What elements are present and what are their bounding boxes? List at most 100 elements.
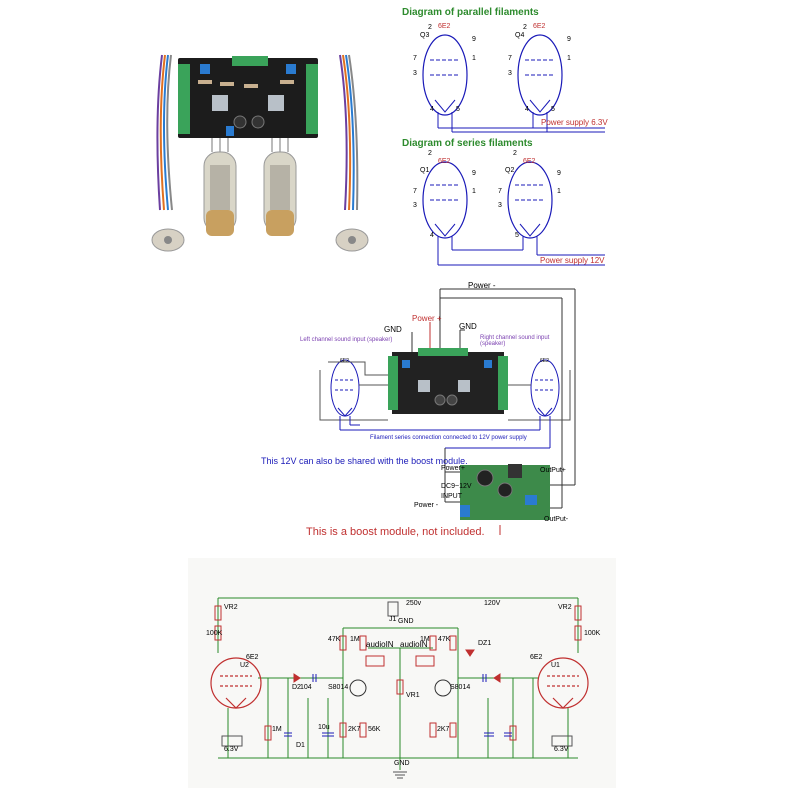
series-tube-type-1: 6E2 [438, 158, 451, 165]
parallel-pin-right-1b: 1 [567, 55, 571, 62]
schematic-u2-label: U2 [240, 662, 249, 669]
parallel-tube-type-2: 6E2 [533, 23, 546, 30]
schematic-120v-label: 120V [484, 600, 501, 607]
series-pin-right-1a: 1 [472, 188, 476, 195]
wiring-tube-right-type: 6E2 [540, 358, 549, 364]
series-pin-right-9a: 9 [472, 170, 476, 177]
vacuum-tube-right [263, 138, 297, 236]
schematic-tube-left [210, 657, 262, 709]
boost-power-plus-label: Power+ [441, 465, 465, 472]
pcb-board [178, 56, 318, 138]
boost-power-minus-label: Power - [414, 502, 439, 509]
schematic-6v3-right: 6.3V [554, 746, 569, 753]
parallel-pin-bottom-4b: 4 [525, 106, 529, 113]
schematic-gnd-bottom-label: GND [394, 760, 410, 767]
series-pin-left-3a: 3 [413, 202, 417, 209]
schematic-dz1-label: DZ1 [478, 640, 492, 647]
gnd-right-label: GND [459, 322, 477, 331]
schematic-1m-left: 1M [350, 636, 360, 643]
schematic-tube-right-type: 6E2 [530, 654, 543, 661]
schematic-j1-connector [387, 601, 399, 617]
parallel-pin-right-9b: 9 [567, 36, 571, 43]
series-pin-right-1b: 1 [557, 188, 561, 195]
series-tube-q1-label: Q1 [420, 167, 430, 174]
wiring-pcb [388, 348, 508, 414]
product-photo [140, 40, 375, 265]
parallel-diagram-svg [422, 34, 605, 133]
parallel-tube-q3-label: Q3 [420, 32, 430, 39]
power-plus-label: Power + [412, 314, 442, 323]
schematic-56k-label: 56K [368, 726, 381, 733]
schematic-audio-in-left: audioIN [366, 640, 394, 649]
series-filament-diagram: Q1 Q2 6E2 6E2 2 2 7 3 7 3 9 1 9 1 4 5 Po… [400, 150, 610, 268]
boost-not-included-note: This is a boost module, not included. [306, 526, 485, 538]
schematic-j1-label: J1 [389, 616, 397, 623]
power-minus-top-label: Power - [468, 281, 496, 290]
schematic-d1-label: D1 [296, 742, 305, 749]
parallel-tube-type-1: 6E2 [438, 23, 451, 30]
schematic-gnd-top-label: GND [398, 618, 414, 625]
series-tube-q2-label: Q2 [505, 167, 515, 174]
series-diagram-title: Diagram of series filaments [402, 138, 533, 149]
parallel-pin-bottom-5b: 5 [551, 106, 555, 113]
boost-input-label: INPUT [441, 493, 462, 500]
schematic-svg [210, 597, 589, 779]
series-diagram-svg [422, 161, 605, 266]
schematic-vr2-right: VR2 [558, 604, 572, 611]
product-photo-illustration [151, 54, 369, 252]
schematic-hv-label: 250v [406, 600, 422, 607]
schematic-filament-right [551, 735, 573, 747]
parallel-pin-right-9a: 9 [472, 36, 476, 43]
schematic-q-left: S8014 [328, 684, 349, 691]
series-pin-left-3b: 3 [498, 202, 502, 209]
schematic-1m-right: 1M [420, 636, 430, 643]
schematic-q-right: S8014 [450, 684, 471, 691]
parallel-filament-diagram: Q3 Q4 6E2 6E2 2 2 7 3 7 3 9 1 9 1 4 5 4 … [400, 20, 610, 138]
wiring-diagram: Power - Power + GND GND Left channel sou… [300, 280, 605, 538]
parallel-pin-left-3b: 3 [508, 70, 512, 77]
schematic-transistors [349, 679, 452, 697]
schematic-tube-right [537, 657, 589, 709]
parallel-pin-left-7a: 7 [413, 55, 417, 62]
series-pin-bottom-5: 5 [515, 232, 519, 239]
schematic-u1-label: U1 [551, 662, 560, 669]
schematic-2k7-right: 2K7 [437, 726, 450, 733]
series-pin-left-7b: 7 [498, 188, 502, 195]
series-pin-right-9b: 9 [557, 170, 561, 177]
schematic-100k-left: 100K [206, 630, 223, 637]
schematic-100k-right: 100K [584, 630, 601, 637]
parallel-pin-bottom-4a: 4 [430, 106, 434, 113]
wiring-tube-left-type: 6E2 [340, 358, 349, 364]
parallel-pin-left-3a: 3 [413, 70, 417, 77]
parallel-diagram-title: Diagram of parallel filaments [402, 7, 539, 18]
parallel-pin-left-7b: 7 [508, 55, 512, 62]
schematic-6v3-left: 6.3V [224, 746, 239, 753]
schematic-vr1-label: VR1 [406, 692, 420, 699]
left-channel-input-label: Left channel sound input (speaker) [300, 337, 393, 343]
parallel-pin-right-1a: 1 [472, 55, 476, 62]
parallel-supply-label: Power supply 6.3V [541, 118, 608, 127]
shared-12v-note: This 12V can also be shared with the boo… [261, 456, 468, 466]
boost-output-plus-label: OutPut+ [540, 467, 566, 474]
schematic-47k-left: 47K [328, 636, 341, 643]
filament-series-note: Filament series connection connected to … [370, 435, 527, 441]
boost-input-voltage-label: DC9~12V [441, 483, 472, 490]
schematic-tube-left-type: 6E2 [246, 654, 259, 661]
schematic-104-label: 104 [300, 684, 312, 691]
tube-socket-left [151, 228, 185, 252]
schematic-47k-right: 47K [438, 636, 451, 643]
schematic-d2-label: D2 [292, 684, 301, 691]
boost-module [460, 464, 550, 520]
gnd-left-label: GND [384, 325, 402, 334]
parallel-pin-top-1: 2 [428, 24, 432, 31]
wiring-diagram-svg [319, 288, 576, 538]
parallel-tube-q4-label: Q4 [515, 32, 525, 39]
schematic-audio-in-right: audioIN [400, 640, 428, 649]
series-pin-bottom-4: 4 [430, 232, 434, 239]
schematic-2k7-left: 2K7 [348, 726, 361, 733]
series-pin-top-1: 2 [428, 150, 432, 157]
schematic-vr2-left: VR2 [224, 604, 238, 611]
tube-socket-right [335, 228, 369, 252]
series-supply-label: Power supply 12V [540, 256, 605, 265]
schematic-10u-label: 10u [318, 724, 330, 731]
